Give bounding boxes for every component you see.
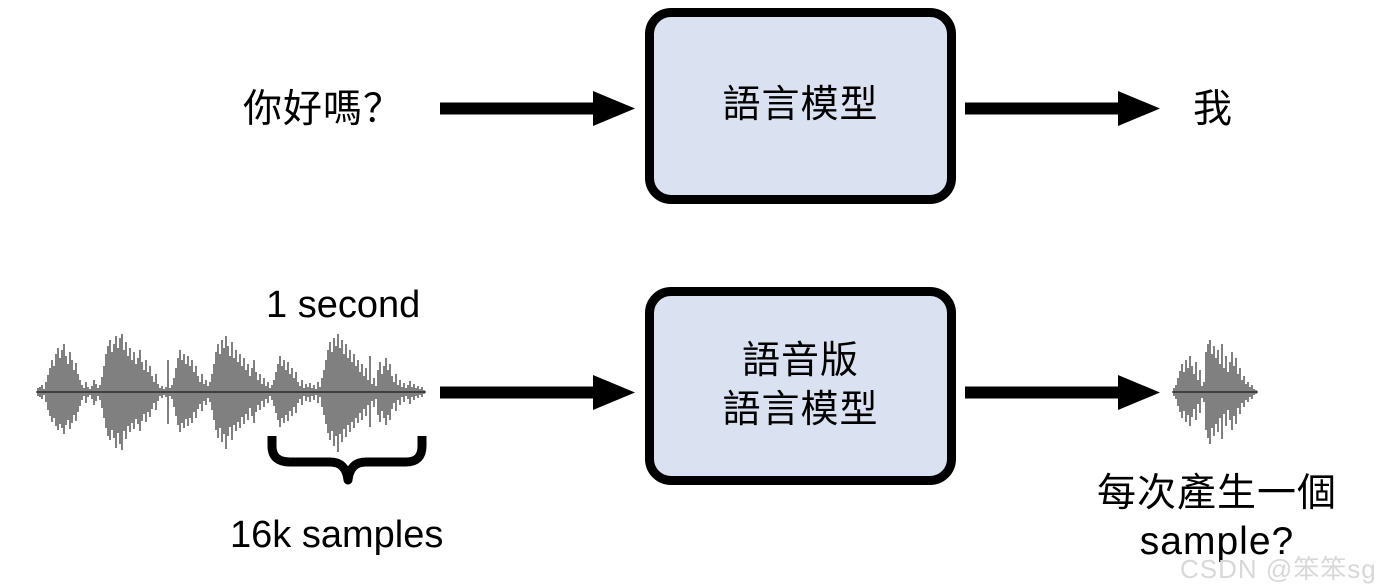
top-output-text: 我 — [1193, 88, 1234, 131]
speech-waveform-input — [36, 330, 426, 455]
csdn-watermark: CSDN @笨笨sg — [1180, 554, 1377, 584]
language-model-box[interactable]: 語言模型 — [645, 8, 956, 204]
arrow-top-output — [965, 88, 1165, 128]
output-question-text: 每次產生一個 sample? — [1096, 472, 1337, 563]
speech-waveform-output — [1172, 338, 1258, 446]
speech-language-model-box-label: 語音版 語言模型 — [722, 339, 879, 431]
language-model-box-label: 語言模型 — [722, 84, 879, 127]
top-input-text: 你好嗎？ — [243, 88, 404, 131]
curly-brace-down-icon — [267, 432, 428, 488]
samples-count-label: 16k samples — [230, 514, 444, 556]
arrow-top-input — [440, 88, 640, 128]
one-second-label: 1 second — [266, 284, 421, 326]
arrow-bottom-input — [440, 372, 640, 412]
speech-language-model-box[interactable]: 語音版 語言模型 — [645, 287, 956, 485]
arrow-bottom-output — [965, 372, 1165, 412]
